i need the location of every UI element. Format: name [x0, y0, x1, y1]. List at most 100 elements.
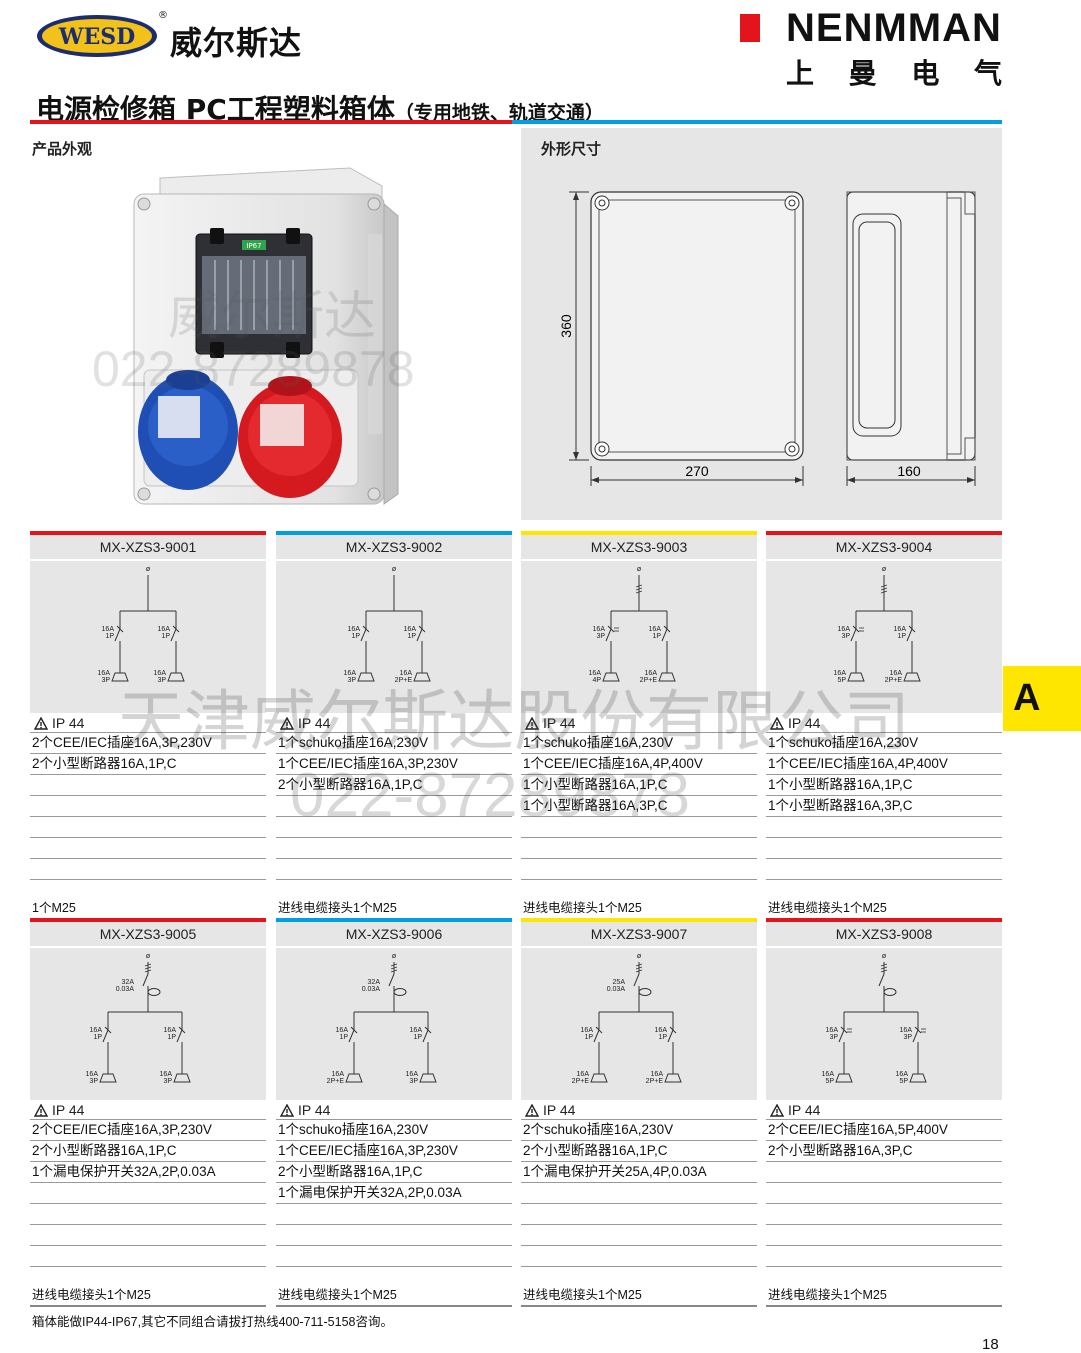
spec-row: 2个小型断路器16A,1P,C — [521, 1141, 757, 1162]
diagram-label: 16A — [90, 1027, 103, 1034]
diagram-label: 3P — [347, 677, 356, 684]
spec-row — [766, 859, 1002, 880]
diagram-label: 16A — [332, 1071, 345, 1078]
diagram-label: 1P — [105, 633, 114, 640]
spec-row — [766, 817, 1002, 838]
spec-row: 2个schuko插座16A,230V — [521, 1120, 757, 1141]
card-footer: 进线电缆接头1个M25 — [768, 901, 887, 915]
spec-row: 1个漏电保护开关32A,2P,0.03A — [276, 1183, 512, 1204]
card-footer: 进线电缆接头1个M25 — [523, 901, 642, 915]
card-color-bar — [276, 918, 512, 922]
spec-row — [521, 1246, 757, 1267]
diagram-label: 25A — [613, 979, 626, 986]
card-footer: 进线电缆接头1个M25 — [768, 1288, 887, 1302]
warning-triangle-icon — [770, 717, 784, 730]
rcd-symbol — [883, 988, 897, 996]
diagram-label: 32A — [122, 979, 135, 986]
socket-symbol — [345, 1073, 363, 1083]
nenmman-chinese-name: 上 曼 电 气 — [786, 52, 1002, 92]
spec-row — [30, 1204, 266, 1225]
diagram-label: 1P — [167, 1034, 176, 1041]
card-footer: 进线电缆接头1个M25 — [278, 901, 397, 915]
diagram-label: 1P — [897, 633, 906, 640]
breaker-switch — [850, 628, 857, 642]
card-footer-bar — [30, 1305, 266, 1307]
rcd-switch — [878, 973, 885, 987]
ip-rating-text: IP 44 — [788, 1102, 821, 1118]
spec-row — [30, 1225, 266, 1246]
rcd-switch — [633, 973, 640, 987]
spec-row — [521, 838, 757, 859]
diagram-label: 1P — [339, 1034, 348, 1041]
diagram-label: 2P+E — [640, 677, 658, 684]
product-appearance-panel: 产品外观 IP67 — [30, 128, 508, 520]
card-color-bar — [276, 531, 512, 535]
spec-row — [766, 838, 1002, 859]
diagram-label: 0.03A — [116, 986, 135, 993]
spec-row — [766, 1204, 1002, 1225]
diagram-label: 16A — [348, 626, 361, 633]
diagram-label: 2P+E — [885, 677, 903, 684]
card-model: MX-XZS3-9006 — [276, 922, 512, 946]
ip-rating: IP 44 — [766, 1100, 1002, 1120]
spec-row: 2个小型断路器16A,1P,C — [30, 754, 266, 775]
socket-symbol — [590, 1073, 608, 1083]
spec-row: 1个schuko插座16A,230V — [276, 733, 512, 754]
diagram-label: 3P — [903, 1034, 912, 1041]
diagram-label: 3P — [89, 1078, 98, 1085]
card-color-bar — [521, 918, 757, 922]
rcd-symbol — [393, 988, 407, 996]
svg-text:WESD: WESD — [58, 24, 135, 50]
spec-row — [30, 817, 266, 838]
warning-triangle-icon — [770, 1104, 784, 1117]
spec-row: 1个CEE/IEC插座16A,4P,400V — [521, 754, 757, 775]
socket-symbol — [167, 672, 185, 682]
spec-row — [276, 796, 512, 817]
card-footer-bar — [766, 1305, 1002, 1307]
wesd-logo: WESD — [37, 15, 157, 57]
warning-triangle-icon — [525, 1104, 539, 1117]
diagram-label: 3P — [101, 677, 110, 684]
warning-triangle-icon — [280, 1104, 294, 1117]
ip-rating: IP 44 — [30, 1100, 266, 1120]
diagram-label: 16A — [158, 626, 171, 633]
diagram-label: 16A — [154, 670, 167, 677]
supply-symbol: ø — [637, 565, 642, 573]
spec-row: 2个CEE/IEC插座16A,5P,400V — [766, 1120, 1002, 1141]
dimensions-panel: 外形尺寸 360 270 160 — [521, 128, 1002, 520]
diagram-label: 3P — [163, 1078, 172, 1085]
nenmman-char: 曼 — [848, 57, 877, 90]
ip-rating: IP 44 — [766, 713, 1002, 733]
warning-triangle-icon — [34, 717, 48, 730]
spec-row — [521, 1183, 757, 1204]
spec-row: 1个CEE/IEC插座16A,3P,230V — [276, 754, 512, 775]
diagram-label: 16A — [593, 626, 606, 633]
spec-row: 1个小型断路器16A,3P,C — [521, 796, 757, 817]
spec-row — [521, 1225, 757, 1246]
card-footer: 进线电缆接头1个M25 — [32, 1288, 151, 1302]
spec-row — [30, 1183, 266, 1204]
ip-rating: IP 44 — [276, 1100, 512, 1120]
breaker-switch — [102, 1029, 109, 1043]
warning-triangle-icon — [34, 1104, 48, 1117]
diagram-label: 16A — [406, 1071, 419, 1078]
ip-rating-text: IP 44 — [52, 1102, 85, 1118]
socket-symbol — [835, 1073, 853, 1083]
supply-symbol: ø — [146, 565, 151, 573]
diagram-label: 1P — [351, 633, 360, 640]
diagram-label: 16A — [822, 1071, 835, 1078]
diagram-label: 0.03A — [362, 986, 381, 993]
diagram-label: 5P — [837, 677, 846, 684]
card-footer-bar — [276, 1305, 512, 1307]
spec-row — [30, 775, 266, 796]
svg-text:270: 270 — [685, 463, 709, 479]
socket-symbol — [99, 1073, 117, 1083]
diagram-label: 16A — [890, 670, 903, 677]
diagram-label: 0.03A — [607, 986, 626, 993]
